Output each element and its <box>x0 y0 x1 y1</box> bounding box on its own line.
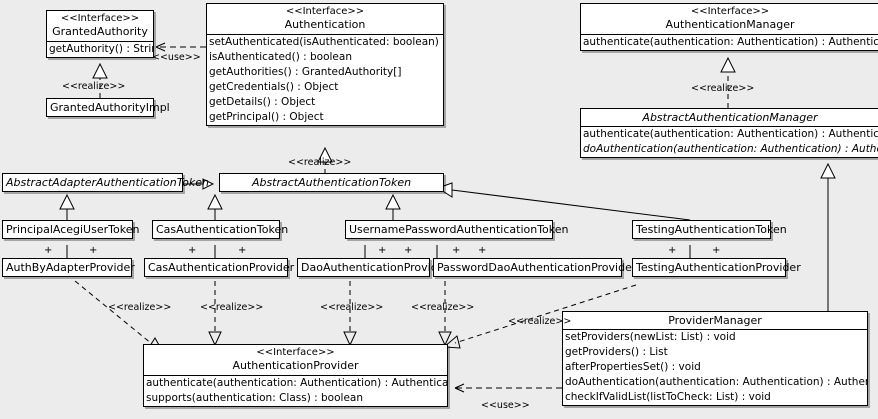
method-item: doAuthentication(authentication: Authent… <box>565 376 867 388</box>
class-username-password-authentication-token[interactable]: UsernamePasswordAuthenticationToken <box>345 220 569 239</box>
edge-gen-testingtoken <box>451 189 691 221</box>
method-item: setAuthenticated(isAuthenticated: boolea… <box>209 36 443 48</box>
class-name: AuthByAdapterProvider <box>6 261 135 274</box>
class-testing-authentication-provider[interactable]: TestingAuthenticationProvider <box>632 258 801 277</box>
association-multiplicity: + <box>378 245 387 256</box>
class-name: UsernamePasswordAuthenticationToken <box>349 223 569 236</box>
method-item: getPrincipal() : Object <box>209 111 324 123</box>
class-name: CasAuthenticationProvider <box>148 261 295 274</box>
methods-compartment: setProviders(newList: List) : void getPr… <box>563 329 867 405</box>
association-multiplicity: + <box>668 245 677 256</box>
class-name: PrincipalAcegiUserToken <box>6 223 140 236</box>
association-multiplicity: + <box>404 245 413 256</box>
class-principal-acegi-user-token[interactable]: PrincipalAcegiUserToken <box>2 220 140 239</box>
method-item: getDetails() : Object <box>209 96 316 108</box>
class-header: <<Interface>> AuthenticationManager <box>581 4 878 34</box>
edge-label-realize: <<realize>> <box>508 316 572 327</box>
edge-label-use: <<use>> <box>481 400 530 411</box>
class-name: CasAuthenticationToken <box>156 223 289 236</box>
method-item: authenticate(authentication: Authenticat… <box>583 128 878 140</box>
stereotype-label: <<Interface>> <box>60 13 140 24</box>
edge-label-realize: <<realize>> <box>411 302 475 313</box>
class-name: ProviderManager <box>668 314 762 327</box>
edge-label-realize: <<realize>> <box>288 157 352 168</box>
association-multiplicity: + <box>478 245 487 256</box>
edge-label-realize: <<realize>> <box>200 302 264 313</box>
stereotype-label: <<Interface>> <box>285 6 365 17</box>
method-item: getCredentials() : Object <box>209 81 339 93</box>
method-item: authenticate(authentication: Authenticat… <box>146 377 447 389</box>
class-header: <<Interface>> GrantedAuthority <box>47 11 153 41</box>
class-abstract-authentication-manager[interactable]: AbstractAuthenticationManager authentica… <box>580 108 878 158</box>
class-provider-manager[interactable]: ProviderManager setProviders(newList: Li… <box>562 311 868 406</box>
class-name: TestingAuthenticationProvider <box>636 261 801 274</box>
edge-label-realize: <<realize>> <box>320 302 384 313</box>
method-item: getAuthority() : String <box>49 43 153 55</box>
stereotype-label: <<Interface>> <box>690 6 770 17</box>
stereotype-label: <<Interface>> <box>256 347 335 358</box>
method-item: checkIfValidList(listToCheck: List) : vo… <box>565 391 771 403</box>
class-name: DaoAuthenticationProvider <box>301 261 449 274</box>
class-name: Authentication <box>284 18 366 31</box>
edge-label-realize: <<realize>> <box>62 81 126 92</box>
methods-compartment: authenticate(authentication: Authenticat… <box>581 126 878 157</box>
class-authentication-provider[interactable]: <<Interface>> AuthenticationProvider aut… <box>143 344 448 407</box>
method-item: afterPropertiesSet() : void <box>565 361 701 373</box>
association-multiplicity: + <box>238 245 247 256</box>
methods-compartment: authenticate(authentication: Authenticat… <box>581 34 878 50</box>
association-multiplicity: + <box>712 245 721 256</box>
class-header: <<Interface>> Authentication <box>207 4 443 34</box>
class-name: AbstractAuthenticationToken <box>251 176 412 189</box>
class-cas-authentication-token[interactable]: CasAuthenticationToken <box>152 220 289 239</box>
class-name: AuthenticationProvider <box>232 359 359 372</box>
methods-compartment: setAuthenticated(isAuthenticated: boolea… <box>207 34 443 125</box>
class-cas-authentication-provider[interactable]: CasAuthenticationProvider <box>144 258 295 277</box>
class-dao-authentication-provider[interactable]: DaoAuthenticationProvider <box>297 258 449 277</box>
class-granted-authority-impl[interactable]: GrantedAuthorityImpl <box>46 98 170 117</box>
method-item: authenticate(authentication: Authenticat… <box>583 36 878 48</box>
class-auth-by-adapter-provider[interactable]: AuthByAdapterProvider <box>2 258 135 277</box>
class-name: PasswordDaoAuthenticationProvider <box>437 261 637 274</box>
method-item: isAuthenticated() : boolean <box>209 51 352 63</box>
method-item: setProviders(newList: List) : void <box>565 331 736 343</box>
class-name: AbstractAdapterAuthenticationToken <box>6 176 209 189</box>
class-authentication-manager[interactable]: <<Interface>> AuthenticationManager auth… <box>580 3 878 51</box>
class-name: GrantedAuthority <box>52 25 148 38</box>
class-abstract-adapter-authentication-token[interactable]: AbstractAdapterAuthenticationToken <box>2 173 209 192</box>
edge-label-use: <<use>> <box>152 52 201 63</box>
class-name: AbstractAuthenticationManager <box>642 111 818 124</box>
class-authentication[interactable]: <<Interface>> Authentication setAuthenti… <box>206 3 444 126</box>
association-multiplicity: + <box>44 245 53 256</box>
class-name: TestingAuthenticationToken <box>636 223 787 236</box>
methods-compartment: getAuthority() : String <box>47 41 153 57</box>
class-password-dao-authentication-provider[interactable]: PasswordDaoAuthenticationProvider <box>433 258 637 277</box>
method-item: getAuthorities() : GrantedAuthority[] <box>209 66 402 78</box>
class-abstract-authentication-token[interactable]: AbstractAuthenticationToken <box>219 173 444 192</box>
association-multiplicity: + <box>452 245 461 256</box>
edge-label-realize: <<realize>> <box>108 302 172 313</box>
association-multiplicity: + <box>89 245 98 256</box>
class-name: GrantedAuthorityImpl <box>50 101 170 114</box>
method-item: getProviders() : List <box>565 346 668 358</box>
class-name: AuthenticationManager <box>665 18 795 31</box>
class-granted-authority[interactable]: <<Interface>> GrantedAuthority getAuthor… <box>46 10 154 58</box>
methods-compartment: authenticate(authentication: Authenticat… <box>144 375 447 406</box>
class-header: <<Interface>> AuthenticationProvider <box>144 345 447 375</box>
edge-label-realize: <<realize>> <box>691 83 755 94</box>
method-item: doAuthentication(authentication: Authent… <box>583 143 878 155</box>
method-item: supports(authentication: Class) : boolea… <box>146 392 363 404</box>
class-testing-authentication-token[interactable]: TestingAuthenticationToken <box>632 220 787 239</box>
association-multiplicity: + <box>188 245 197 256</box>
